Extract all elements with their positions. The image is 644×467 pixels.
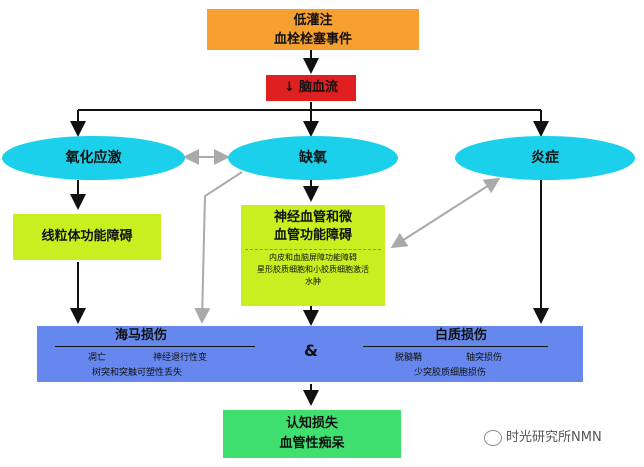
hippocampus-title: 海马损伤 — [114, 328, 167, 343]
hypoperfusion-label: 低灌注 — [293, 13, 333, 28]
ampersand: & — [304, 341, 318, 360]
cbf-box: ↓脑血流 — [266, 75, 356, 101]
mitochondrial-dysfunction-label: 线粒体功能障碍 — [41, 229, 133, 244]
damage-box — [37, 326, 583, 382]
whitematter-item-2: 轴突损伤 — [466, 353, 503, 363]
cbf-label: 脑血流 — [298, 80, 338, 95]
hypoperfusion-box: 低灌注 血栓栓塞事件 — [207, 9, 419, 50]
whitematter-title: 白质损伤 — [434, 328, 487, 343]
hippocampus-item-1: 凋亡 — [88, 353, 107, 363]
neurovascular-sub-2: 星形胶质细胞和小胶质细胞激活 — [257, 265, 369, 274]
mitochondrial-dysfunction-box: 线粒体功能障碍 — [13, 214, 161, 260]
hippocampus-item-2: 神经退行性变 — [153, 353, 208, 363]
whitematter-item-1: 脱髓鞘 — [395, 353, 423, 363]
whitematter-divider — [363, 346, 548, 347]
oxidative-stress-node: 氧化应激 — [2, 136, 185, 180]
down-arrow-icon: ↓ — [284, 80, 295, 95]
inflammation-node: 炎症 — [455, 136, 635, 180]
watermark-text: 时光研究所NMN — [506, 430, 602, 445]
arrow-inflammation-neurovascular — [390, 177, 501, 249]
hippocampus-item-3: 树突和突触可塑性丢失 — [92, 368, 183, 378]
watermark: 时光研究所NMN — [484, 426, 640, 450]
neurovascular-title-2: 血管功能障碍 — [273, 228, 352, 243]
hippocampus-divider — [55, 346, 255, 347]
inflammation-label: 炎症 — [531, 150, 559, 166]
neurovascular-sub-3: 水肿 — [305, 277, 321, 286]
cognitive-loss-label: 认知损失 — [285, 416, 338, 431]
oxidative-stress-label: 氧化应激 — [65, 150, 122, 166]
whitematter-item-3: 少突胶质细胞损伤 — [414, 368, 487, 378]
hypoxia-label: 缺氧 — [299, 150, 327, 166]
vascular-dementia-label: 血管性痴呆 — [279, 436, 345, 451]
thromboembolic-label: 血栓栓塞事件 — [273, 32, 352, 47]
neurovascular-title-1: 神经血管和微 — [273, 210, 352, 225]
neurovascular-sub-1: 内皮和血脑屏障功能障碍 — [269, 253, 357, 262]
neurovascular-box: 神经血管和微 血管功能障碍 内皮和血脑屏障功能障碍 星形胶质细胞和小胶质细胞激活… — [241, 205, 385, 306]
arrow-hypoxia-hippocampus — [194, 171, 243, 324]
wechat-icon — [484, 429, 502, 446]
outcome-box: 认知损失 血管性痴呆 — [223, 410, 401, 458]
hypoxia-node: 缺氧 — [228, 136, 398, 180]
